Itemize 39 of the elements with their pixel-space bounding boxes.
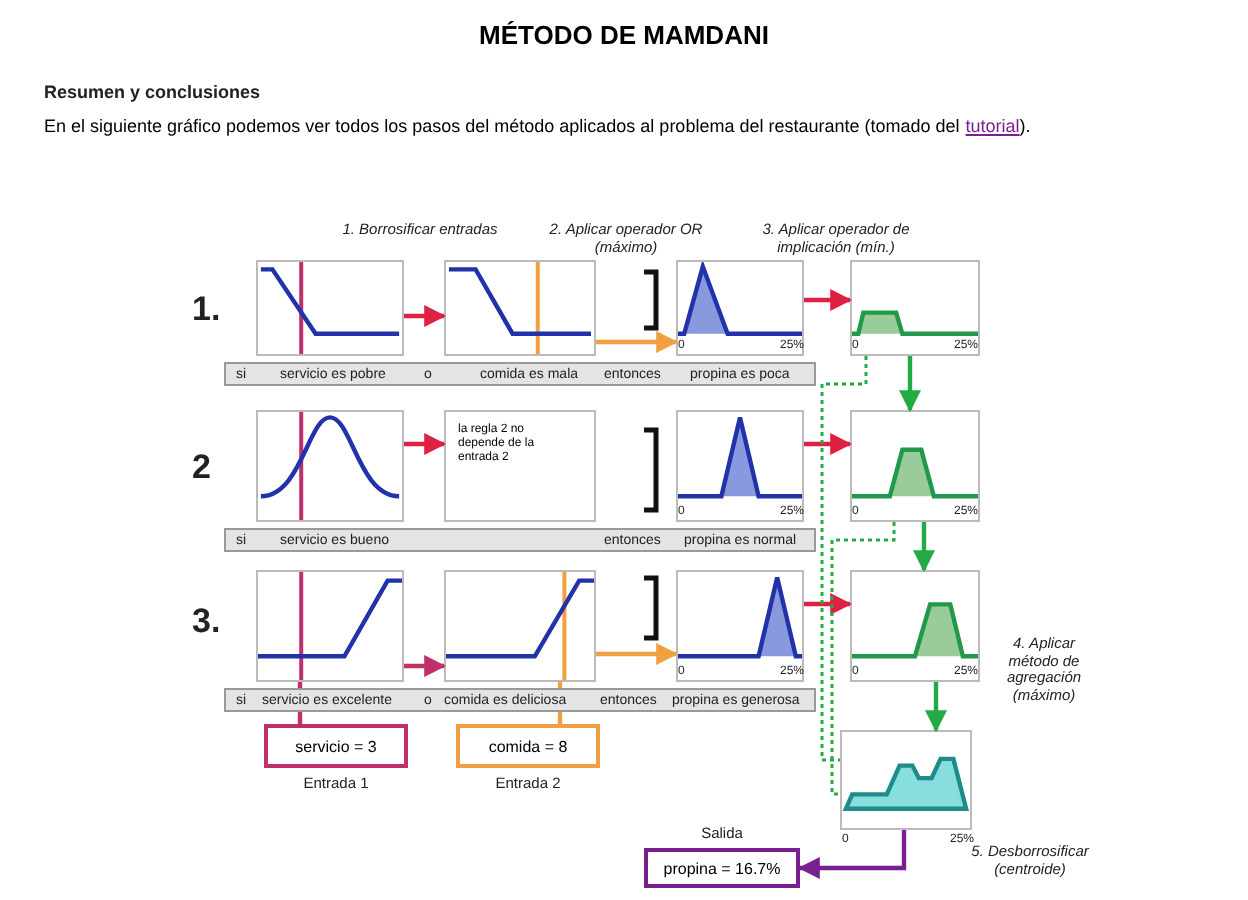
arrow [804,289,853,311]
output-box: propina = 16.7% [644,848,800,888]
page-title: MÉTODO DE MAMDANI [477,20,771,50]
connector-line [297,682,303,724]
output-plot [676,260,804,356]
membership-plot [256,260,404,356]
paragraph-text: En el siguiente gráfico podemos ver todos los pasos del método aplicados al problema del restaurante (tomado del [44,116,960,136]
arrow [404,305,447,327]
implication-plot [850,410,980,522]
aggregation-plot [840,730,972,830]
membership-plot [256,570,404,682]
section-heading: Resumen y conclusiones [44,84,261,102]
membership-plot [256,410,404,522]
paragraph-text: ). [1019,116,1031,136]
implication-plot [850,570,980,682]
connector-line [830,522,896,796]
output-plot [676,570,804,682]
connector-line [820,356,868,762]
row-number: 1. [192,292,221,326]
membership-plot [444,570,596,682]
row-number: 3. [192,604,221,638]
arrow [404,433,447,455]
membership-plot [444,260,596,356]
input-box: servicio = 3 [264,724,408,768]
implication-plot [850,260,980,356]
arrow [804,593,853,615]
arrow [596,331,679,353]
arrow [596,643,679,665]
arrow [797,830,907,879]
arrow [899,356,921,413]
output-plot [676,410,804,522]
arrow [404,655,447,677]
arrow [913,522,935,573]
arrow [925,682,947,733]
arrow [804,433,853,455]
link: tutorial [965,116,1020,136]
connector-line [557,682,563,724]
row-number: 2 [192,450,211,484]
input-box: comida = 8 [456,724,600,768]
